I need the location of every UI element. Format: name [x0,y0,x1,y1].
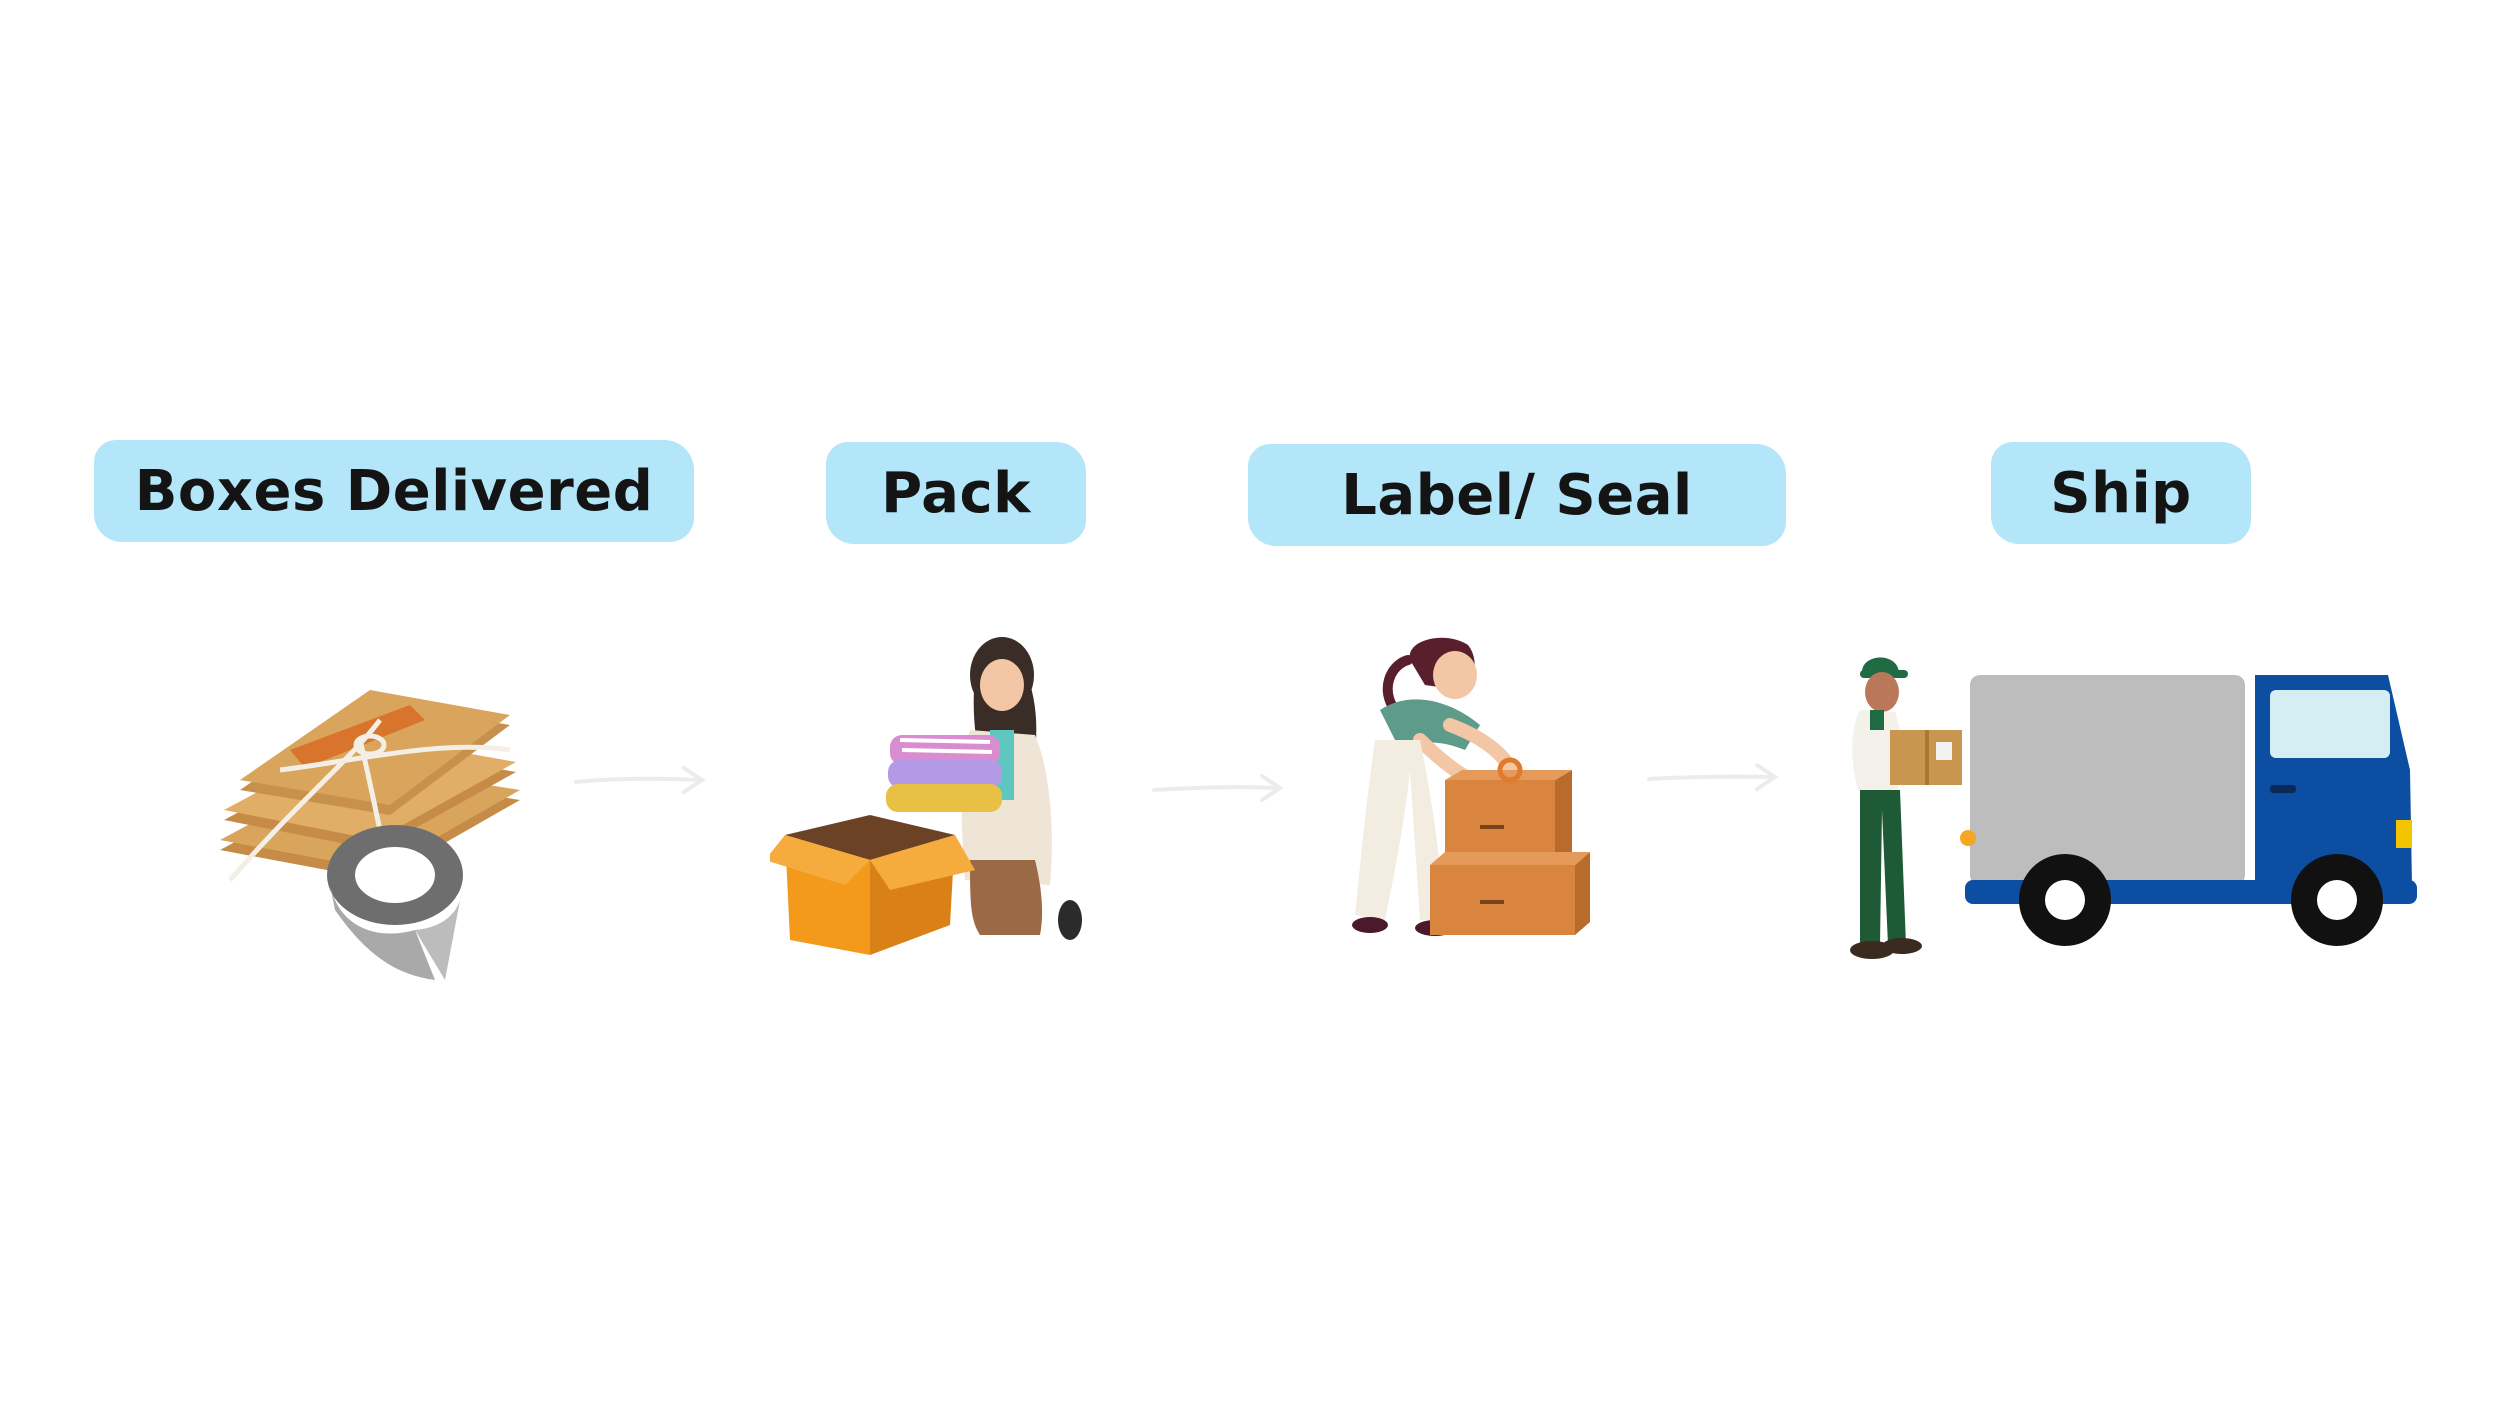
step-boxes-delivered-pill: Boxes Delivered [94,440,694,542]
pill-background [1248,444,1786,546]
woman-taping-box-icon [1352,637,1590,936]
step-label-seal-pill: Label/ Seal [1248,444,1786,546]
woman-packing-box-icon [770,637,1082,955]
pill-background [94,440,694,542]
arrow-right-icon [1152,774,1284,802]
pill-background [826,442,1086,544]
step-label: Label/ Seal [1341,462,1693,528]
step-label: Boxes Delivered [134,458,654,524]
arrow-right-icon [574,766,706,794]
courier-delivery-truck-icon [1850,657,2417,959]
pill-background [1991,442,2251,544]
step-label: Ship [2050,460,2192,526]
step-ship-pill: Ship [1991,442,2251,544]
step-label: Pack [881,460,1031,526]
arrow-right-icon [1647,763,1779,791]
flat-boxes-tape-icon [220,690,520,980]
step-pack-pill: Pack [826,442,1086,544]
